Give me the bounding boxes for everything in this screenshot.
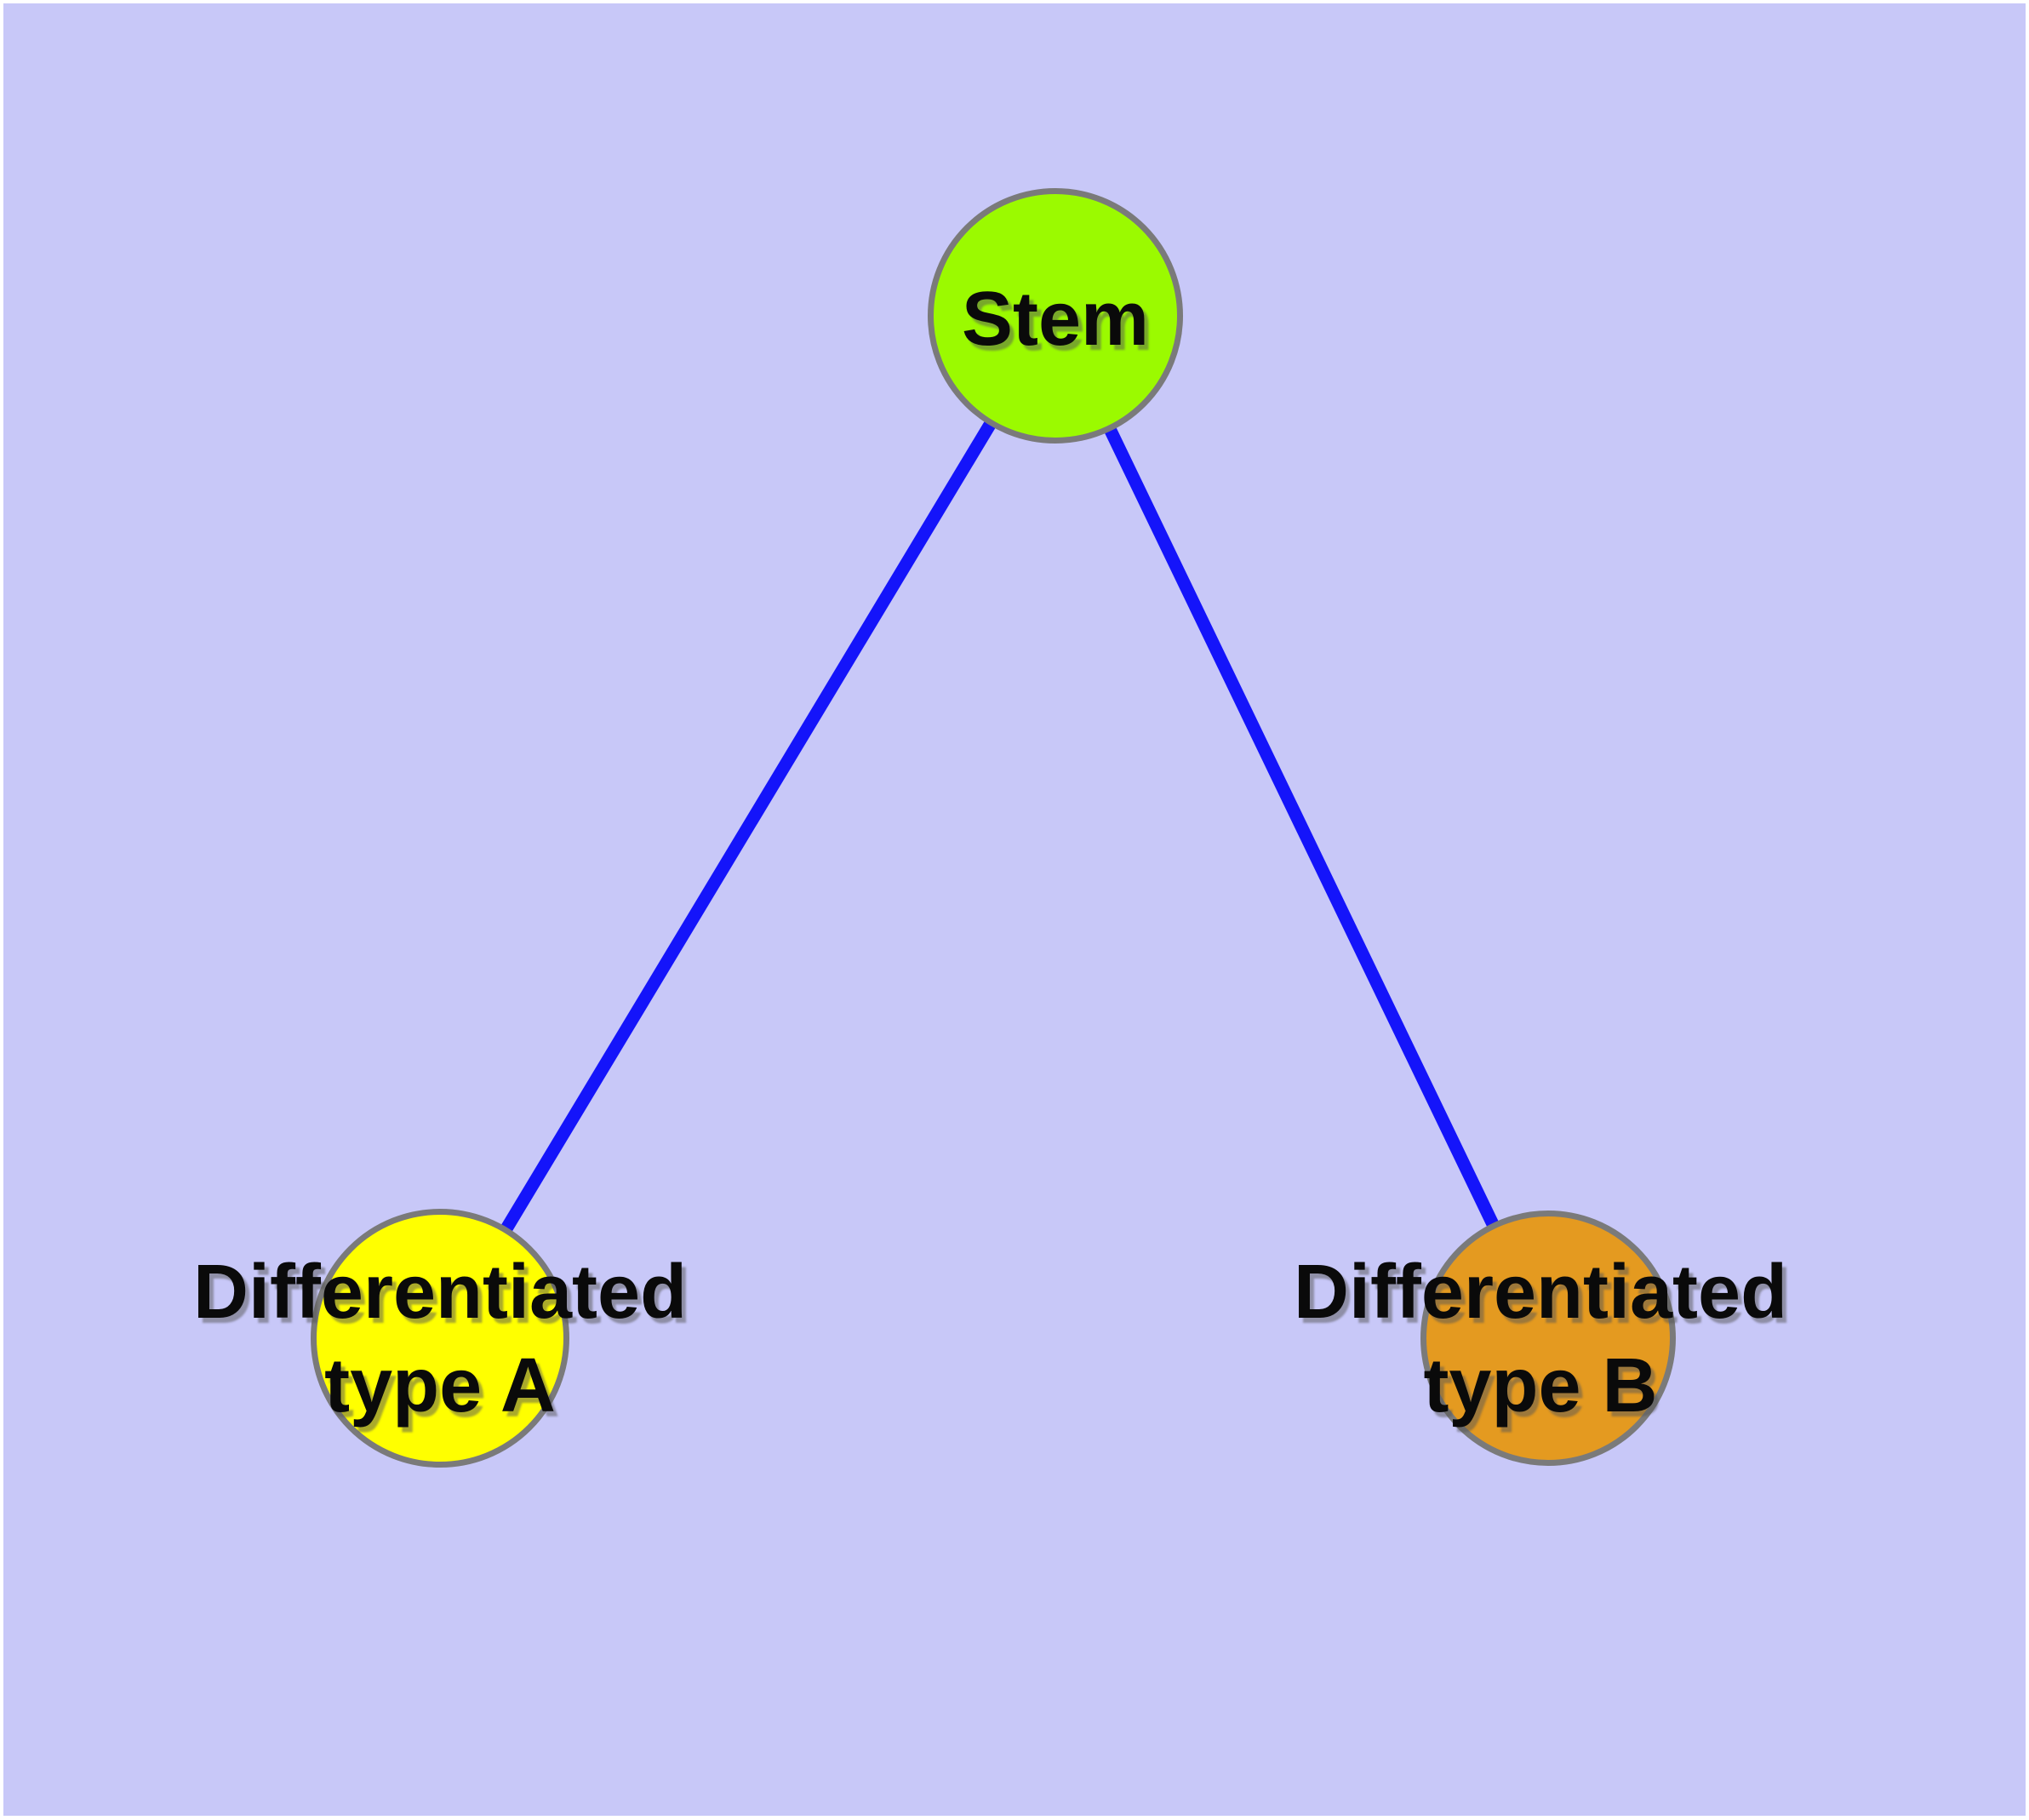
node-stem-circle — [928, 188, 1183, 444]
node-differentiated-type-a-label: Differentiated type A — [193, 1245, 687, 1433]
edge-stem-to-type-a — [434, 312, 1061, 1342]
node-stem-label: Stem — [961, 277, 1150, 362]
node-differentiated-type-a-label-line1: Differentiated — [192, 1250, 688, 1335]
node-differentiated-type-b-label: Differentiated type B — [1294, 1245, 1787, 1433]
node-differentiated-type-b-label-line2: type B — [1423, 1343, 1658, 1428]
node-differentiated-type-a-circle — [311, 1209, 569, 1468]
edge-stem-to-type-b — [1049, 312, 1554, 1342]
node-differentiated-type-b-circle — [1420, 1210, 1676, 1466]
node-differentiated-type-a-label-line2: type A — [324, 1343, 556, 1428]
node-differentiated-type-b-label-line1: Differentiated — [1293, 1250, 1788, 1335]
